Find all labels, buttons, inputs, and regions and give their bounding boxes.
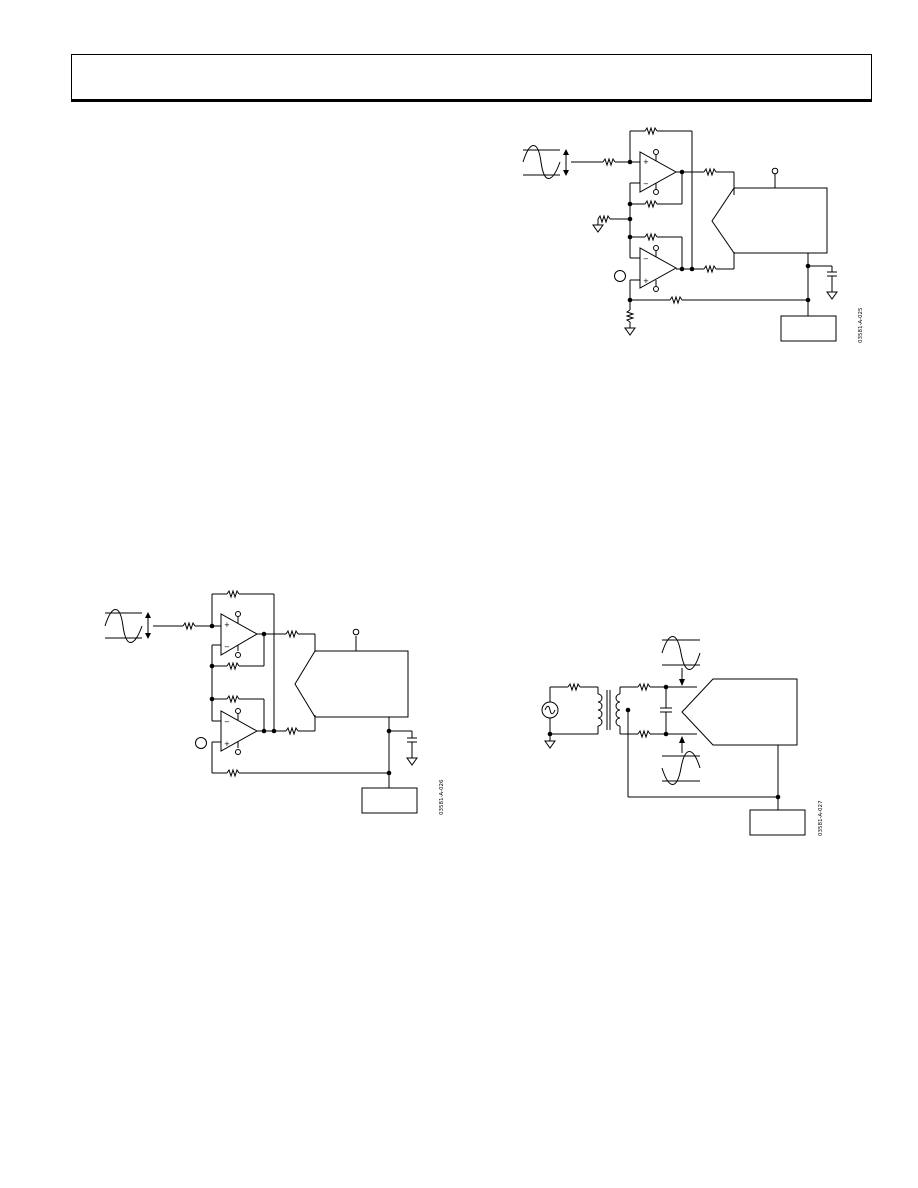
adc-block xyxy=(681,678,798,746)
svg-text:−: − xyxy=(224,643,230,651)
resistor-icon xyxy=(182,621,196,631)
svg-text:−: − xyxy=(643,180,649,188)
ground-icon xyxy=(624,327,636,336)
ac-source-icon xyxy=(541,701,559,719)
resistor-icon xyxy=(703,167,717,177)
resistor-icon xyxy=(597,214,611,224)
resistor-icon xyxy=(226,661,240,671)
resistor-icon xyxy=(644,199,658,209)
vocm-input-icon xyxy=(614,270,626,282)
resistor-icon xyxy=(226,694,240,704)
svg-text:+: + xyxy=(224,740,230,748)
resistor-icon xyxy=(567,682,581,692)
transformer-icon xyxy=(597,690,631,730)
resistor-icon xyxy=(644,232,658,242)
resistor-icon xyxy=(226,768,240,778)
svg-text:+: + xyxy=(643,158,649,166)
resistor-icon xyxy=(602,157,616,167)
svg-text:+: + xyxy=(643,277,649,285)
reference-block xyxy=(780,315,837,342)
resistor-icon xyxy=(637,729,651,739)
resistor-icon xyxy=(703,264,717,274)
reference-block xyxy=(749,809,806,836)
sine-source-icon xyxy=(104,609,151,643)
ground-icon xyxy=(592,224,604,233)
op-amp-2-icon: − + xyxy=(220,708,259,755)
op-amp-2-icon: − + xyxy=(639,245,678,292)
op-amp-1-icon: + − xyxy=(220,611,259,658)
figure-code: 03581-A-027 xyxy=(818,800,824,836)
vocm-input-icon xyxy=(195,737,207,749)
svg-text:+: + xyxy=(224,621,230,629)
sine-source-icon xyxy=(522,145,569,179)
resistor-icon xyxy=(625,309,635,323)
svg-text:−: − xyxy=(643,255,649,263)
adc-block xyxy=(294,650,409,718)
resistor-icon xyxy=(669,295,683,305)
reference-block xyxy=(361,787,418,814)
ground-icon xyxy=(826,291,838,300)
resistor-icon xyxy=(644,126,658,136)
resistor-icon xyxy=(637,682,651,692)
ground-icon xyxy=(544,740,556,749)
adc-block xyxy=(711,187,828,254)
figure-code: 03581-A-026 xyxy=(439,779,445,815)
page-header-box xyxy=(71,54,872,102)
resistor-icon xyxy=(226,589,240,599)
resistor-icon xyxy=(285,726,299,736)
svg-text:−: − xyxy=(224,718,230,726)
op-amp-1-icon: + − xyxy=(639,149,678,195)
waveform-lower-icon xyxy=(661,736,701,785)
waveform-upper-icon xyxy=(661,636,701,686)
figure-code: 03581-A-025 xyxy=(858,307,864,343)
resistor-icon xyxy=(285,629,299,639)
ground-icon xyxy=(406,757,418,766)
